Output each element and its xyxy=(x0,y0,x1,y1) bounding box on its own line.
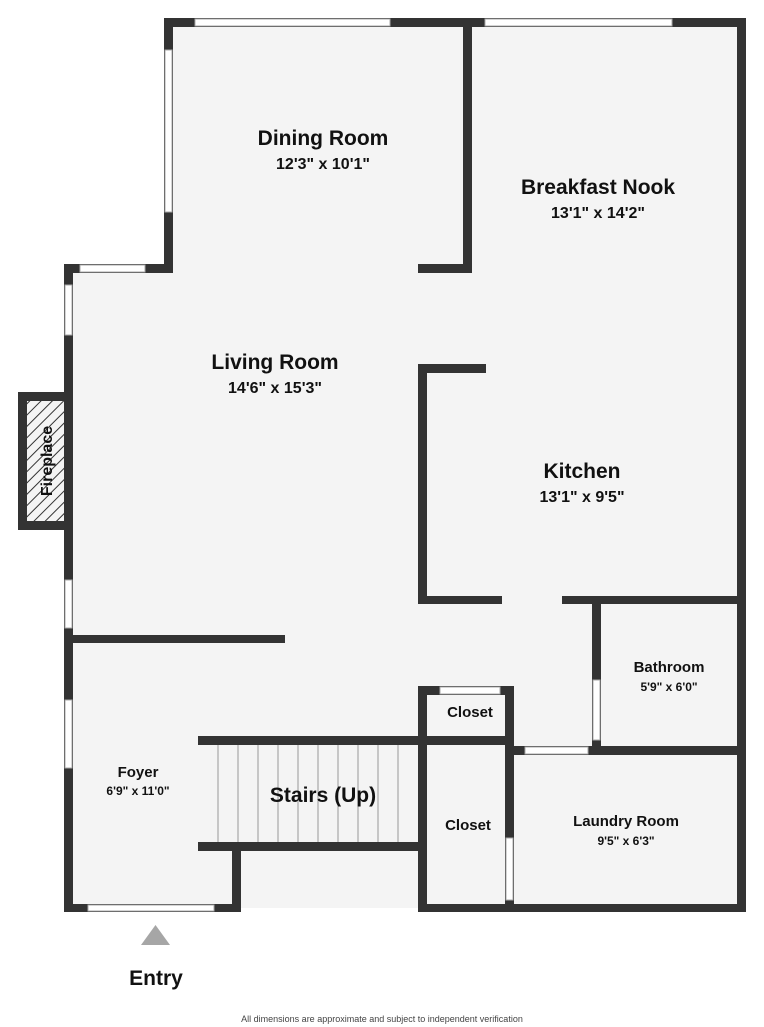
fireplace-label: Fireplace xyxy=(39,426,56,496)
breakfast-nook-label: Breakfast Nook xyxy=(521,176,675,199)
fireplace: Fireplace xyxy=(18,392,70,530)
dining-room-dims: 12'3" x 10'1" xyxy=(276,156,370,173)
closet-upper-label: Closet xyxy=(447,704,493,721)
dining-room-label: Dining Room xyxy=(258,127,389,150)
foyer-label: Foyer xyxy=(118,764,159,781)
entry-arrow-icon xyxy=(141,925,170,945)
living-room-label: Living Room xyxy=(211,351,338,374)
living-room-dims: 14'6" x 15'3" xyxy=(228,380,322,397)
bathroom-label: Bathroom xyxy=(634,659,705,676)
laundry-room-dims: 9'5" x 6'3" xyxy=(597,834,654,848)
foyer-dims: 6'9" x 11'0" xyxy=(106,784,169,798)
windows xyxy=(64,18,673,912)
floor-area xyxy=(68,22,742,908)
stairs-label: Stairs (Up) xyxy=(270,784,376,807)
kitchen-dims: 13'1" x 9'5" xyxy=(539,489,624,506)
laundry-room-label: Laundry Room xyxy=(573,813,679,830)
kitchen-label: Kitchen xyxy=(543,460,620,483)
stairs-treads xyxy=(198,745,418,842)
breakfast-nook-dims: 13'1" x 14'2" xyxy=(551,205,645,222)
entry-label: Entry xyxy=(129,967,183,990)
closet-lower-label: Closet xyxy=(445,817,491,834)
bathroom-dims: 5'9" x 6'0" xyxy=(640,680,697,694)
disclaimer: All dimensions are approximate and subje… xyxy=(241,1014,523,1024)
